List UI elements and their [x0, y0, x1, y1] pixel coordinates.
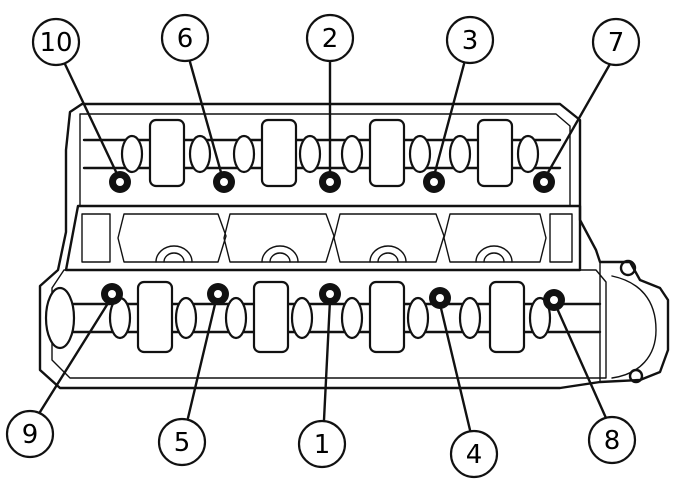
bolt-6: [213, 171, 235, 193]
callout-label: 1: [314, 430, 331, 460]
combustion-chamber-row: [64, 204, 582, 272]
callout-label: 8: [604, 426, 621, 456]
callout-label: 9: [22, 420, 39, 450]
callout-2: 2: [305, 13, 355, 63]
cylinder-head-outline: [38, 102, 670, 390]
callout-7: 7: [591, 17, 641, 67]
callout-label: 5: [174, 428, 191, 458]
callout-8: 8: [587, 415, 637, 465]
bolt-8: [543, 289, 565, 311]
bolt-4: [429, 287, 451, 309]
callout-label: 4: [466, 440, 483, 470]
callout-9: 9: [5, 409, 55, 459]
lower-camshaft: [44, 280, 602, 354]
head-bolts: [101, 171, 565, 311]
bolt-7: [533, 171, 555, 193]
callout-4: 4: [449, 429, 499, 479]
leader-lines: [38, 60, 612, 432]
callout-label: 6: [177, 24, 194, 54]
callout-label: 3: [462, 26, 479, 56]
callout-6: 6: [160, 13, 210, 63]
bolt-10: [109, 171, 131, 193]
callout-5: 5: [157, 417, 207, 467]
upper-camshaft: [82, 118, 562, 188]
bolt-3: [423, 171, 445, 193]
callout-label: 2: [322, 24, 339, 54]
bolt-5: [207, 283, 229, 305]
bolt-2: [319, 171, 341, 193]
callout-3: 3: [445, 15, 495, 65]
callout-10: 10: [31, 17, 81, 67]
callout-label: 10: [39, 28, 72, 58]
callout-1: 1: [297, 419, 347, 469]
bolt-9: [101, 283, 123, 305]
bolt-1: [319, 283, 341, 305]
callout-label: 7: [608, 28, 625, 58]
